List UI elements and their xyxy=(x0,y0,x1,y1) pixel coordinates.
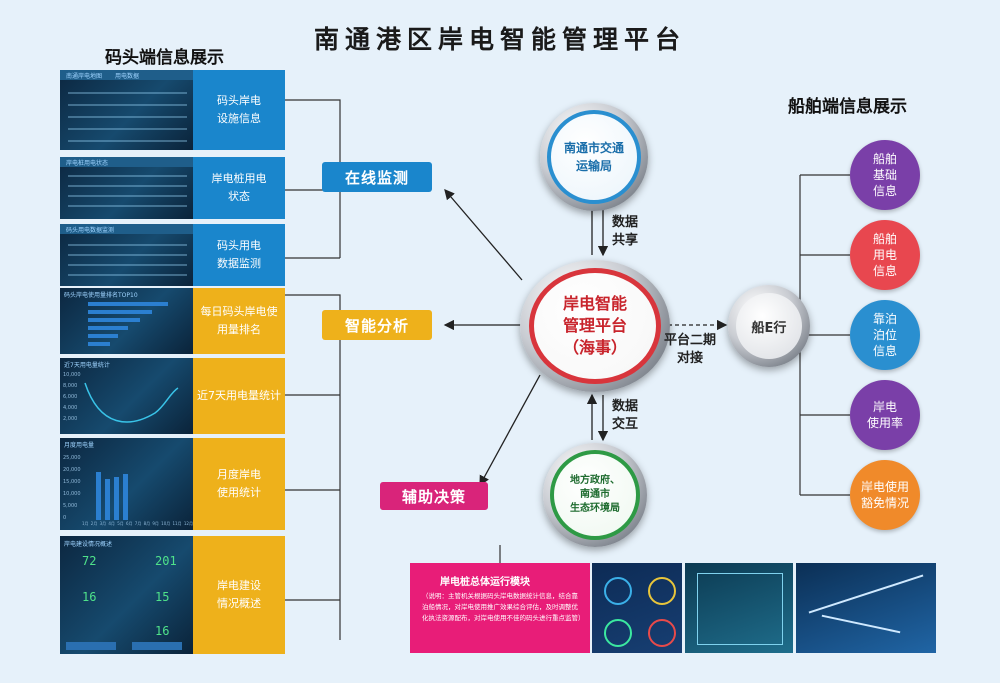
exemption-node[interactable]: 岸电使用 豁免情况 xyxy=(850,460,920,530)
ship-power-info-node[interactable]: 船舶 用电 信息 xyxy=(850,220,920,290)
data-interact-note: 数据 交互 xyxy=(612,399,639,432)
online-monitor-chip[interactable]: 在线监测 xyxy=(322,162,432,192)
panel-power-monitor[interactable]: 码头用电数据监测 码头用电 数据监测 xyxy=(60,224,285,286)
power-monitor-screenshot: 码头用电数据监测 xyxy=(60,224,195,286)
shore-power-usage-node[interactable]: 岸电 使用率 xyxy=(850,380,920,450)
ship-e-label: 船E行 xyxy=(736,293,802,359)
local-government-label: 地方政府、 南通市 生态环境局 xyxy=(550,450,640,540)
month-tick: 11月 xyxy=(172,521,182,526)
module-screenshot-3 xyxy=(796,563,936,653)
panel-label: 近7天用电量统计 xyxy=(193,358,285,434)
monthly-bar xyxy=(123,474,128,520)
panel-construction-overview[interactable]: 岸电建设情况概述 72 201 16 15 16 岸电建设 情况概述 xyxy=(60,536,285,654)
panel-daily-ranking[interactable]: 码头岸电使用量排名TOP10 每日码头岸电使 用量排名 xyxy=(60,288,285,354)
month-tick: 2月 xyxy=(90,521,98,526)
ship-e-node[interactable]: 船E行 xyxy=(728,285,810,367)
berth-info-node[interactable]: 靠泊 泊位 信息 xyxy=(850,300,920,370)
monthly-bar xyxy=(114,476,119,520)
right-heading: 船舶端信息展示 xyxy=(788,97,907,117)
panel-label: 码头用电 数据监测 xyxy=(193,224,285,286)
panel-pile-status[interactable]: 岸电桩用电状态 岸电桩用电 状态 xyxy=(60,157,285,219)
panel-label: 岸电桩用电 状态 xyxy=(193,157,285,219)
local-government-node[interactable]: 地方政府、 南通市 生态环境局 xyxy=(543,443,647,547)
seven-day-curve xyxy=(84,382,179,423)
phase2-note: 平台二期 对接 xyxy=(664,333,717,366)
month-tick: 7月 xyxy=(134,521,142,526)
monthly-bar xyxy=(105,479,110,520)
arrow-to-monitor xyxy=(444,189,523,281)
ship-basic-info-node[interactable]: 船舶 基础 信息 xyxy=(850,140,920,210)
month-tick: 6月 xyxy=(125,521,133,526)
pile-status-screenshot: 岸电桩用电状态 xyxy=(60,157,195,219)
module-title: 岸电桩总体运行模块 xyxy=(440,577,530,588)
arrow-to-decision xyxy=(479,374,541,487)
data-share-note: 数据 共享 xyxy=(612,215,639,248)
core-platform-label: 岸电智能 管理平台 （海事） xyxy=(529,268,661,384)
month-tick: 8月 xyxy=(143,521,151,526)
month-tick: 1月 xyxy=(82,521,89,526)
core-platform-node[interactable]: 岸电智能 管理平台 （海事） xyxy=(520,260,670,392)
panel-label: 月度岸电 使用统计 xyxy=(193,438,285,530)
panel-label: 每日码头岸电使 用量排名 xyxy=(193,288,285,354)
facility-map-screenshot: 南通岸电地图 用电数据 xyxy=(60,70,195,150)
panel-label: 岸电建设 情况概述 xyxy=(193,536,285,654)
month-tick: 9月 xyxy=(152,521,159,526)
construction-overview-screenshot: 岸电建设情况概述 72 201 16 15 16 xyxy=(60,536,195,654)
smart-analysis-chip[interactable]: 智能分析 xyxy=(322,310,432,340)
month-tick: 3月 xyxy=(99,521,107,526)
daily-ranking-screenshot: 码头岸电使用量排名TOP10 xyxy=(60,288,195,354)
module-screenshot-2 xyxy=(685,563,793,653)
month-tick: 4月 xyxy=(108,521,115,526)
month-tick: 12月 xyxy=(183,521,193,526)
monthly-bar xyxy=(96,472,101,520)
panel-label: 码头岸电 设施信息 xyxy=(193,70,285,150)
decision-support-chip[interactable]: 辅助决策 xyxy=(380,482,488,510)
month-tick: 10月 xyxy=(161,521,171,526)
panel-facility-info[interactable]: 南通岸电地图 用电数据 码头岸电 设施信息 xyxy=(60,70,285,150)
page-title: 南通港区岸电智能管理平台 xyxy=(313,25,686,54)
module-screenshot-1 xyxy=(592,563,682,653)
month-tick: 5月 xyxy=(117,521,124,526)
left-heading: 码头端信息展示 xyxy=(105,48,224,68)
transport-bureau-label: 南通市交通 运输局 xyxy=(547,110,641,204)
transport-bureau-node[interactable]: 南通市交通 运输局 xyxy=(540,103,648,211)
module-description-box: 岸电桩总体运行模块 （说明：主管机关根据码头岸电数据统计信息，结合靠泊船情况，对… xyxy=(410,563,590,653)
module-desc: （说明：主管机关根据码头岸电数据统计信息，结合靠泊船情况，对岸电使用推广效果综合… xyxy=(422,592,585,622)
